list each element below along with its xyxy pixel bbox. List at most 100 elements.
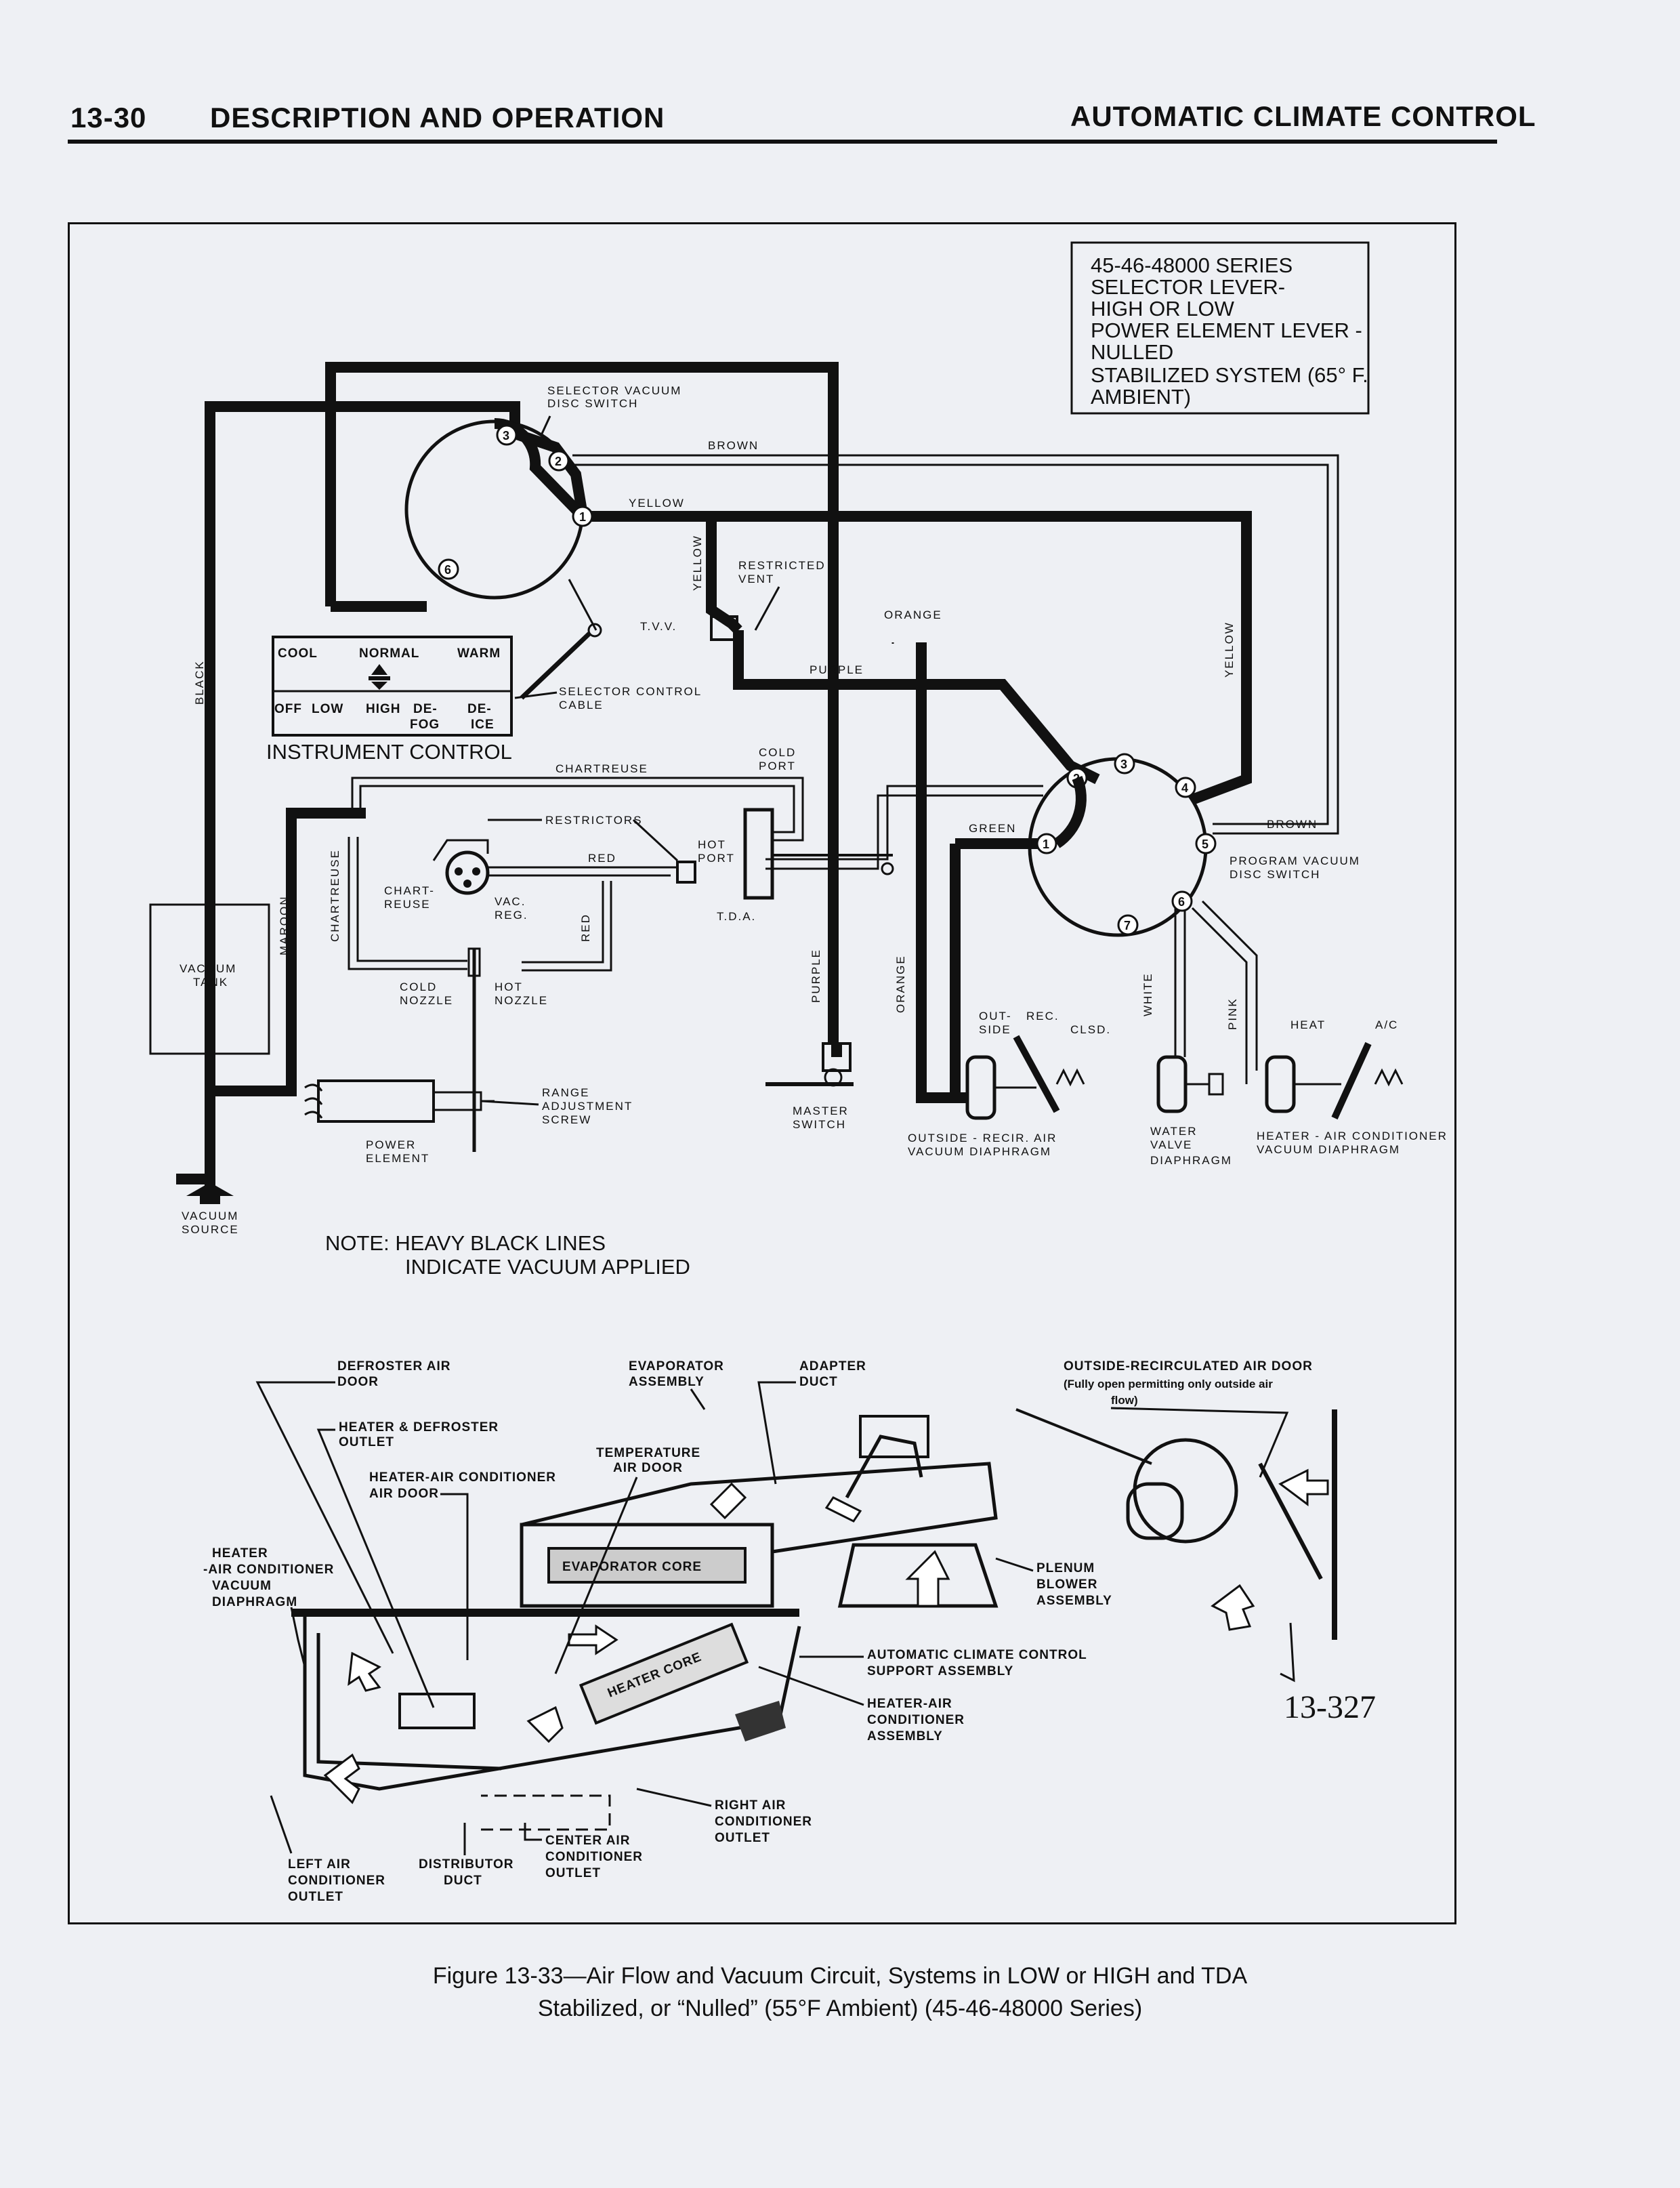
- switch-port-number: 1: [579, 510, 586, 524]
- control-high: HIGH: [366, 702, 401, 716]
- program-port-number: 1: [1043, 838, 1049, 851]
- svg-text:VACUUM DIAPHRAGM: VACUUM DIAPHRAGM: [908, 1145, 1051, 1158]
- heater-ac-vac-diaphragm-label: HEATER: [212, 1546, 268, 1561]
- svg-text:AIR DOOR: AIR DOOR: [613, 1461, 683, 1475]
- program-port-number: 7: [1124, 919, 1131, 932]
- svg-text:DISC SWITCH: DISC SWITCH: [547, 397, 638, 410]
- svg-text:CONDITIONER: CONDITIONER: [867, 1713, 965, 1727]
- figure-caption: Figure 13-33—Air Flow and Vacuum Circuit…: [203, 1960, 1477, 2025]
- vacuum-tank-label: VACUUM: [180, 962, 236, 975]
- svg-text:REUSE: REUSE: [384, 898, 431, 911]
- evaporator-core: [547, 1547, 747, 1584]
- program-disc-switch: 3 2 4 1 5 6 7: [1028, 753, 1217, 937]
- svg-text:SIDE: SIDE: [979, 1023, 1011, 1036]
- cold-port-label: COLD: [759, 746, 796, 759]
- hot-nozzle-label: HOT: [495, 981, 523, 993]
- svg-text:AIR DOOR: AIR DOOR: [369, 1487, 439, 1501]
- svg-text:VENT: VENT: [738, 573, 774, 585]
- brown-right-label: BROWN: [1267, 818, 1318, 831]
- brown-line-label: BROWN: [708, 439, 759, 452]
- down-arrow-icon: [371, 682, 387, 690]
- caption-line-1: Figure 13-33—Air Flow and Vacuum Circuit…: [432, 1963, 1248, 1989]
- yellow-line-label: YELLOW: [629, 497, 685, 510]
- orange-vertical-label: ORANGE: [894, 955, 907, 1013]
- water-valve-label: WATER: [1150, 1125, 1198, 1138]
- svg-text:DUCT: DUCT: [444, 1874, 482, 1888]
- outside-label: OUT-: [979, 1010, 1012, 1023]
- info-line: POWER ELEMENT LEVER -: [1091, 318, 1362, 342]
- restricted-vent-label: RESTRICTED: [738, 559, 826, 572]
- white-line-label: WHITE: [1141, 972, 1154, 1016]
- selector-disc-switch: 3 2 1 6: [404, 417, 602, 700]
- maroon-line-label: MAROON: [278, 896, 291, 956]
- svg-text:SOURCE: SOURCE: [182, 1223, 239, 1236]
- svg-text:PORT: PORT: [698, 852, 735, 865]
- program-port-number: 5: [1202, 838, 1209, 851]
- svg-text:ASSEMBLY: ASSEMBLY: [1036, 1594, 1112, 1608]
- svg-text:SUPPORT ASSEMBLY: SUPPORT ASSEMBLY: [867, 1664, 1013, 1678]
- green-line-label: GREEN: [969, 822, 1016, 835]
- purple-line-label: PURPLE: [810, 663, 864, 676]
- svg-text:OUTLET: OUTLET: [339, 1435, 394, 1449]
- outside-recir-diaphragm: [965, 1035, 1085, 1120]
- svg-text:DISC SWITCH: DISC SWITCH: [1230, 868, 1320, 881]
- non-vacuum-lines: [348, 454, 1339, 1084]
- selector-cable-label: SELECTOR CONTROL: [559, 685, 702, 698]
- tvv-valve: [710, 615, 738, 641]
- tda-label: T.D.A.: [717, 910, 756, 923]
- control-normal: NORMAL: [359, 646, 419, 661]
- svg-text:TANK: TANK: [193, 976, 228, 989]
- master-switch: [765, 1042, 854, 1087]
- temperature-door-label: TEMPERATURE: [596, 1446, 700, 1460]
- outside-recir-label: OUTSIDE - RECIR. AIR: [908, 1132, 1057, 1144]
- evaporator-core-label: EVAPORATOR CORE: [562, 1560, 702, 1574]
- note-line-1: NOTE: HEAVY BLACK LINES: [325, 1231, 606, 1255]
- svg-text:PORT: PORT: [759, 760, 796, 772]
- svg-text:DIAPHRAGM: DIAPHRAGM: [212, 1595, 297, 1609]
- switch-port-number: 6: [444, 563, 451, 577]
- program-port-number: 6: [1178, 895, 1185, 909]
- svg-text:VALVE: VALVE: [1150, 1138, 1192, 1151]
- svg-text:BLOWER: BLOWER: [1036, 1577, 1097, 1592]
- caption-line-2: Stabilized, or “Nulled” (55°F Ambient) (…: [537, 1996, 1143, 2021]
- svg-text:CONDITIONER: CONDITIONER: [715, 1815, 812, 1829]
- svg-text:CABLE: CABLE: [559, 699, 604, 711]
- up-arrow-icon: [371, 664, 387, 675]
- svg-text:ELEMENT: ELEMENT: [366, 1152, 429, 1165]
- pink-line-label: PINK: [1226, 997, 1239, 1030]
- tda-assembly: [432, 808, 894, 900]
- heater-ac-door-label: HEATER-AIR CONDITIONER: [369, 1470, 556, 1485]
- program-switch-label: PROGRAM VACUUM: [1230, 854, 1360, 867]
- clsd-label: CLSD.: [1070, 1023, 1111, 1036]
- vacuum-tank: [149, 903, 270, 1055]
- heat-label: HEAT: [1290, 1018, 1326, 1031]
- red-line-label: RED: [588, 852, 616, 865]
- power-element-label: POWER: [366, 1138, 416, 1151]
- water-valve-diaphragm: [1156, 1055, 1224, 1113]
- switch-port-number: 3: [503, 429, 509, 442]
- header-rule: [68, 140, 1497, 144]
- figure-number: 13-327: [1284, 1689, 1376, 1725]
- vacuum-lines: [176, 362, 1252, 1186]
- range-screw-label: RANGE: [542, 1086, 589, 1099]
- distributor-duct-label: DISTRIBUTOR: [419, 1857, 513, 1872]
- svg-text:VACUUM: VACUUM: [212, 1579, 272, 1593]
- heater-ac-diaphragm-label: HEATER - AIR CONDITIONER: [1257, 1130, 1448, 1142]
- info-line: HIGH OR LOW: [1091, 297, 1235, 321]
- control-off: OFF: [274, 702, 302, 716]
- vac-reg-label: VAC.: [495, 895, 526, 908]
- info-line: AMBIENT): [1091, 385, 1191, 409]
- vacuum-source-label: VACUUM: [182, 1210, 238, 1222]
- control-low: LOW: [312, 702, 343, 716]
- page-number: 13-30: [70, 102, 147, 133]
- instrument-control-panel: COOL NORMAL WARM OFF LOW HIGH DE- FOG DE…: [272, 636, 513, 737]
- svg-text:ASSEMBLY: ASSEMBLY: [629, 1375, 705, 1389]
- support-assembly-label: AUTOMATIC CLIMATE CONTROL: [867, 1648, 1087, 1662]
- airflow-assembly: [291, 1408, 1337, 1831]
- svg-text:OUTLET: OUTLET: [545, 1866, 601, 1880]
- vacuum-regulator: [445, 850, 490, 895]
- svg-text:CONDITIONER: CONDITIONER: [545, 1850, 643, 1864]
- svg-text:DOOR: DOOR: [337, 1375, 379, 1389]
- heater-ac-diaphragm: [1265, 1041, 1404, 1120]
